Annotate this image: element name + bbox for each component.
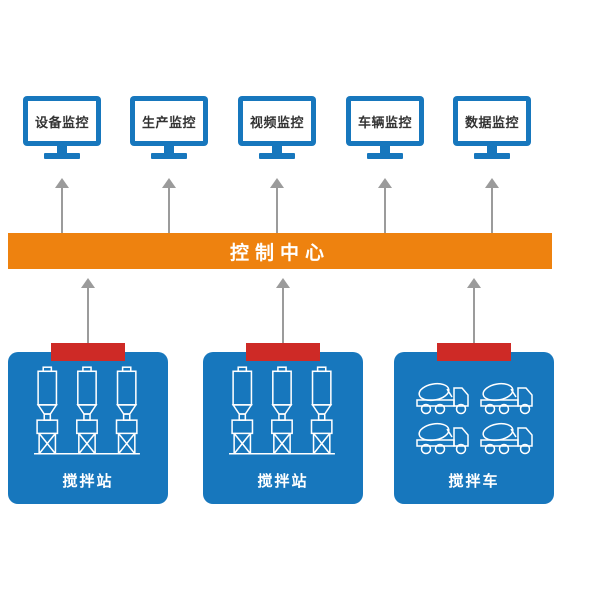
monitor-vehicle: 车辆监控 [346,96,424,159]
monitor-screen: 数据监控 [453,96,531,146]
arrow-up-from-station-2 [276,278,290,344]
monitor-stand-neck [380,146,390,153]
arrow-up-to-monitor-4 [378,178,392,233]
arrow-up-to-monitor-2 [162,178,176,233]
arrow-head [81,278,95,288]
arrow-head [378,178,392,188]
monitor-data: 数据监控 [453,96,531,159]
monitor-label: 车辆监控 [351,101,419,141]
station-label: 搅拌车 [448,473,500,490]
arrow-head [270,178,284,188]
arrow-up-to-monitor-3 [270,178,284,233]
monitor-screen: 车辆监控 [346,96,424,146]
batching-plant-icon [229,366,335,455]
monitor-label: 生产监控 [135,101,203,141]
batching-plant-icon [34,366,140,455]
arrow-line [491,188,493,233]
monitor-stand-neck [272,146,282,153]
arrow-head [467,278,481,288]
arrow-line [282,288,284,344]
monitor-screen: 设备监控 [23,96,101,146]
monitor-screen: 视频监控 [238,96,316,146]
arrow-up-to-monitor-5 [485,178,499,233]
arrow-head [55,178,69,188]
monitor-stand-base [474,153,510,159]
arrow-up-from-station-1 [81,278,95,344]
control-center-bar: 控制中心 [8,233,552,269]
station-mixing-plant-2: 搅拌站 [203,343,363,504]
arrow-line [384,188,386,233]
monitor-production: 生产监控 [130,96,208,159]
arrow-up-to-monitor-1 [55,178,69,233]
arrow-line [276,188,278,233]
monitor-stand-neck [487,146,497,153]
monitor-stand-neck [57,146,67,153]
arrow-head [485,178,499,188]
station-label: 搅拌站 [257,473,309,490]
monitor-stand-neck [164,146,174,153]
arrow-head [276,278,290,288]
mixer-truck-icon [416,380,533,455]
station-red-cap [246,343,320,361]
station-mixer-trucks: 搅拌车 [394,343,554,504]
arrow-up-from-station-3 [467,278,481,344]
monitor-stand-base [367,153,403,159]
arrow-line [61,188,63,233]
monitor-label: 视频监控 [243,101,311,141]
monitor-stand-base [259,153,295,159]
arrow-line [168,188,170,233]
monitor-video: 视频监控 [238,96,316,159]
station-red-cap [51,343,125,361]
arrow-head [162,178,176,188]
station-mixing-plant-1: 搅拌站 [8,343,168,504]
control-center-label: 控制中心 [229,242,330,264]
monitor-label: 设备监控 [28,101,96,141]
monitor-stand-base [44,153,80,159]
station-red-cap [437,343,511,361]
arrow-line [473,288,475,344]
station-label: 搅拌站 [62,473,114,490]
arrow-line [87,288,89,344]
monitor-label: 数据监控 [458,101,526,141]
monitor-equipment: 设备监控 [23,96,101,159]
monitor-screen: 生产监控 [130,96,208,146]
monitor-stand-base [151,153,187,159]
